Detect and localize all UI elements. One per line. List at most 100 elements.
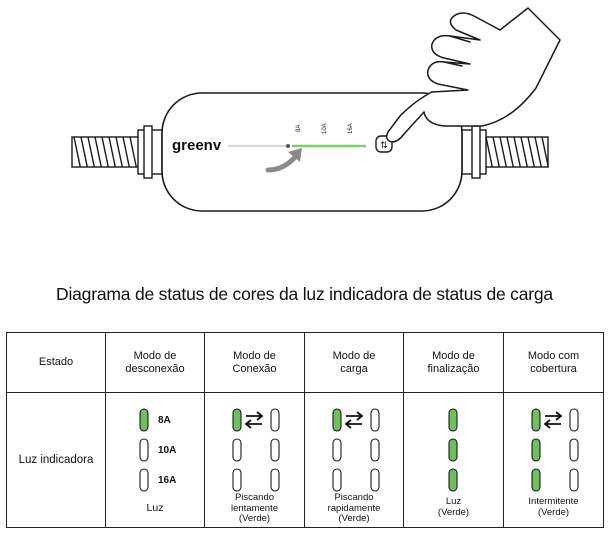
indicator-light-off — [270, 438, 280, 462]
indicator-light-on — [531, 468, 541, 492]
caption-line: (Verde) — [338, 513, 370, 524]
caption-line: Luz — [146, 502, 164, 514]
caption-line: Piscando — [334, 492, 374, 503]
cable-coil — [499, 136, 507, 168]
indicator-light-off — [569, 408, 579, 432]
button-symbol-icon: ⇅ — [380, 141, 388, 151]
caption-line: rapidamente — [327, 502, 381, 514]
header-line: finalização — [427, 362, 480, 375]
indicator-light-on — [448, 438, 458, 462]
indicator-lights-2 — [332, 408, 380, 492]
right-cable — [461, 125, 549, 179]
header-line: Modo de — [233, 349, 276, 362]
indicator-light-on — [332, 408, 342, 432]
level-label: 16A — [158, 475, 177, 486]
cable-coil — [506, 136, 514, 168]
indicator-lights-1 — [232, 408, 280, 492]
indicator-light-off — [370, 438, 380, 462]
header-line: Modo com — [527, 349, 580, 362]
light-caption: Luz(Verde) — [404, 496, 503, 518]
hand-icon — [385, 7, 561, 143]
indicator-light-off — [569, 468, 579, 492]
left-cable — [71, 125, 163, 179]
indicator-light-off — [332, 468, 342, 492]
brand-logo: greenv — [172, 137, 222, 154]
indicator-light-off — [370, 468, 380, 492]
cell-mode-4: Intermitente(Verde) — [503, 392, 604, 528]
row-label-indicator: Luz indicadora — [6, 392, 106, 528]
header-line: carga — [340, 362, 368, 375]
cable-coil — [541, 136, 549, 168]
scale-label-8a: 8A — [296, 125, 302, 132]
cable-coil — [94, 136, 102, 168]
cable-coil — [534, 136, 542, 168]
caption-line: Piscando — [234, 492, 275, 503]
light-caption: Luz — [106, 503, 204, 514]
level-label: 10A — [158, 445, 177, 456]
light-caption: Intermitente(Verde) — [504, 496, 603, 518]
cable-coil — [108, 136, 116, 168]
caption-line: (Verde) — [537, 506, 570, 518]
caption-line: Intermitente — [528, 496, 579, 507]
cable-coil — [115, 136, 123, 168]
indicator-light-off — [270, 468, 280, 492]
swap-arrows-icon — [244, 411, 264, 429]
header-line: Modo de — [332, 349, 376, 362]
scale-label-16a: 16A — [348, 123, 354, 134]
cable-coil — [73, 136, 81, 168]
indicator-light-on — [232, 408, 242, 432]
indicator-light-off — [332, 438, 342, 462]
header-line: cobertura — [530, 362, 577, 375]
indicator-light-off — [270, 408, 280, 432]
header-state: Estado — [6, 332, 106, 393]
header-line: Modo de — [432, 349, 475, 362]
header-line: Modo de — [133, 349, 177, 362]
indicator-light-off — [139, 438, 149, 462]
indicator-light-off — [232, 438, 242, 462]
cable-coil — [101, 136, 109, 168]
cable-coil — [485, 136, 493, 168]
header-line: desconexão — [125, 362, 185, 375]
indicator-light-on — [448, 468, 458, 492]
indicator-lights-4 — [531, 408, 579, 492]
header-line: Conexão — [232, 362, 277, 375]
indicator-light-off — [139, 468, 149, 492]
cable-coil — [520, 136, 528, 168]
indicator-light-on — [448, 408, 458, 432]
indicator-light-on — [531, 438, 541, 462]
cable-coil — [80, 136, 88, 168]
indicator-light-on — [139, 408, 149, 432]
swap-arrows-icon — [344, 411, 364, 429]
charger-illustration: greenv 8A 10A 16A ⇅ — [71, 7, 561, 212]
level-label: 8A — [158, 415, 171, 426]
indicator-light-off — [569, 438, 579, 462]
caption-line: (Verde) — [238, 513, 271, 524]
caption-line: Luz — [445, 496, 462, 507]
cable-coil — [122, 136, 130, 168]
caption-line: lentamente — [230, 502, 278, 514]
cell-mode-3: Luz(Verde) — [403, 392, 504, 528]
indicator-lights-3 — [448, 408, 458, 492]
diagram-title: Diagrama de status de cores da luz indic… — [56, 284, 553, 304]
cable-coil — [87, 136, 95, 168]
charger-body — [161, 92, 463, 212]
cell-mode-0: 8A 10A 16A Luz — [105, 392, 205, 528]
cable-coil — [513, 136, 521, 168]
cable-coil — [492, 136, 500, 168]
indicator-light-on — [531, 408, 541, 432]
curved-arrow-icon — [265, 148, 302, 173]
swap-arrows-icon — [543, 411, 563, 429]
scale-label-10a: 10A — [322, 123, 328, 134]
indicator-light-off — [370, 408, 380, 432]
cable-coil — [129, 136, 137, 168]
